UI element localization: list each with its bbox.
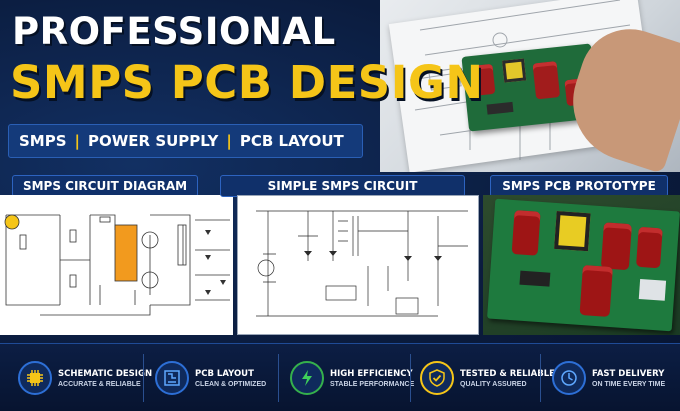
capacitor <box>636 226 663 269</box>
capacitor <box>600 222 632 271</box>
fuse-icon <box>4 214 20 230</box>
feature-subtitle: CLEAN & OPTIMIZED <box>195 380 267 388</box>
shield-check-icon <box>420 361 454 395</box>
hand-holding-pcb-photo <box>380 0 680 172</box>
simple-circuit-panel <box>237 195 479 335</box>
connector <box>638 278 667 301</box>
transformer <box>554 210 591 252</box>
divider <box>278 354 279 402</box>
transformer <box>502 58 527 83</box>
feature-title: PCB LAYOUT <box>195 368 254 379</box>
panel-header-simple-circuit: SIMPLE SMPS CIRCUIT <box>220 175 465 197</box>
chip-icon <box>18 361 52 395</box>
divider <box>410 354 411 402</box>
feature-title: SCHEMATIC DESIGN <box>58 368 153 379</box>
panel-header-circuit-diagram: SMPS CIRCUIT DIAGRAM <box>12 175 198 197</box>
clock-icon <box>552 361 586 395</box>
pcb-layout-icon <box>155 361 189 395</box>
chip <box>486 101 514 115</box>
feature-subtitle: ACCURATE & RELIABLE <box>58 380 141 388</box>
title-line-1: PROFESSIONAL <box>12 10 336 53</box>
divider <box>143 354 144 402</box>
tag-bar: SMPS | POWER SUPPLY | PCB LAYOUT <box>8 124 363 158</box>
feature-title: FAST DELIVERY <box>592 368 665 379</box>
feature-schematic: SCHEMATIC DESIGN ACCURATE & RELIABLE <box>18 344 152 411</box>
tag-smps: SMPS <box>19 132 67 150</box>
feature-pcb-layout: PCB LAYOUT CLEAN & OPTIMIZED <box>155 344 266 411</box>
panel-header-prototype: SMPS PCB PROTOTYPE <box>490 175 668 197</box>
lightning-icon <box>290 361 324 395</box>
tag-power-supply: POWER SUPPLY <box>88 132 219 150</box>
feature-delivery: FAST DELIVERY ON TIME EVERY TIME <box>552 344 665 411</box>
tag-separator: | <box>226 132 232 150</box>
feature-bar: SCHEMATIC DESIGN ACCURATE & RELIABLE PCB… <box>0 343 680 411</box>
tag-separator: | <box>74 132 81 150</box>
feature-title: TESTED & RELIABLE <box>460 368 555 379</box>
feature-subtitle: STABLE PERFORMANCE <box>330 380 415 388</box>
pcb-board <box>487 198 680 332</box>
capacitor <box>511 210 541 256</box>
feature-subtitle: QUALITY ASSURED <box>460 380 527 388</box>
capacitor <box>532 61 561 100</box>
feature-title: HIGH EFFICIENCY <box>330 368 413 379</box>
capacitor <box>579 264 613 317</box>
ic-chip <box>114 224 138 282</box>
feature-subtitle: ON TIME EVERY TIME <box>592 380 666 388</box>
pcb-prototype-photo <box>483 195 680 335</box>
tag-pcb-layout: PCB LAYOUT <box>239 132 344 150</box>
simple-circuit-schematic <box>256 210 468 317</box>
title-line-2: SMPS PCB DESIGN <box>10 56 484 109</box>
feature-tested: TESTED & RELIABLE QUALITY ASSURED <box>420 344 555 411</box>
feature-efficiency: HIGH EFFICIENCY STABLE PERFORMANCE <box>290 344 414 411</box>
divider <box>540 354 541 402</box>
circuit-diagram-schematic <box>4 214 230 316</box>
chip <box>519 270 551 287</box>
circuit-diagram-panel <box>0 195 233 335</box>
